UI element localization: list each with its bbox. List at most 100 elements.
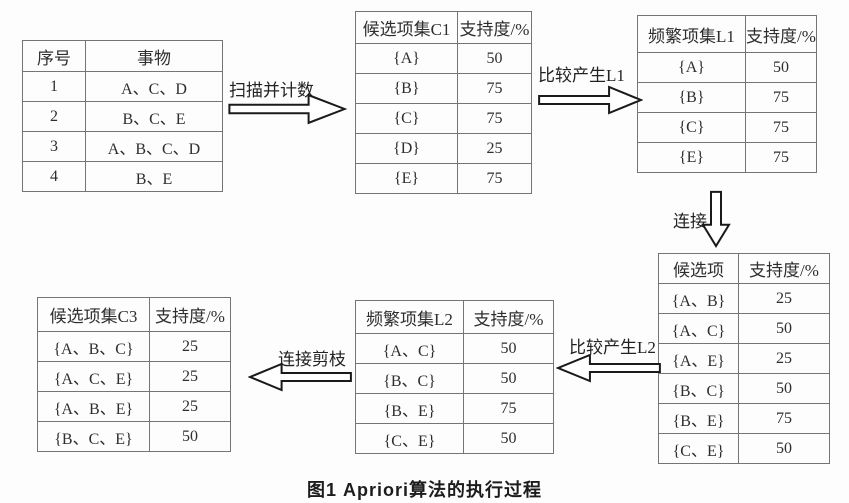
column-header: 支持度/% xyxy=(738,253,830,284)
table-cell: 75 xyxy=(457,103,532,134)
table-cell: 50 xyxy=(457,43,532,74)
table-row: {C、E} 50 xyxy=(355,423,554,454)
table-row: {C} 75 xyxy=(637,112,817,143)
table-cell: {B} xyxy=(355,73,458,104)
table-frequent-l2: 频繁项集L2 支持度/% {A、C} 50 {B、C} 50 {B、E} 75 … xyxy=(355,300,554,454)
column-header: 序号 xyxy=(22,40,86,72)
table-row: {A、C、E} 25 xyxy=(37,361,231,392)
table-cell: A、C、D xyxy=(85,71,223,102)
table-row: {A} 50 xyxy=(355,43,532,74)
table-cell: 3 xyxy=(22,131,86,162)
table-cell: B、C、E xyxy=(85,101,223,132)
table-candidate-c3: 候选项集C3 支持度/% {A、B、C} 25 {A、C、E} 25 {A、B、… xyxy=(37,297,231,452)
table-cell: 75 xyxy=(745,112,817,143)
table-candidate-c1: 候选项集C1 支持度/% {A} 50 {B} 75 {C} 75 {D} 25… xyxy=(355,11,532,194)
table-cell: 50 xyxy=(463,333,554,364)
table-cell: {B、C} xyxy=(658,373,739,404)
down-arrow-icon xyxy=(701,190,731,248)
table-row: {A、B} 25 xyxy=(658,283,830,314)
table-row: {E} 75 xyxy=(355,163,532,194)
table-row: {B} 75 xyxy=(637,82,817,113)
table-row: {D} 25 xyxy=(355,133,532,164)
column-header: 支持度/% xyxy=(457,11,532,44)
table-row: 2 B、C、E xyxy=(22,101,223,132)
column-header: 候选项 xyxy=(658,253,739,284)
table-row: 1 A、C、D xyxy=(22,71,223,102)
table-cell: {C、E} xyxy=(658,433,739,464)
right-arrow-icon xyxy=(537,85,643,115)
table-row: {A、E} 25 xyxy=(658,343,830,374)
table-cell: B、E xyxy=(85,161,223,192)
table-cell: 50 xyxy=(463,363,554,394)
compare-l2-label: 比较产生L2 xyxy=(569,338,656,357)
table-cell: {B、C} xyxy=(355,363,464,394)
table-row: {A} 50 xyxy=(637,52,817,83)
table-cell: 25 xyxy=(149,361,231,392)
table-cell: 75 xyxy=(463,393,554,424)
table-cell: 25 xyxy=(149,331,231,362)
table-row: {C} 75 xyxy=(355,103,532,134)
table-cell: {A、B、E} xyxy=(37,391,150,422)
table-cell: {A、C、E} xyxy=(37,361,150,392)
table-cell: {E} xyxy=(355,163,458,194)
table-cell: 1 xyxy=(22,71,86,102)
table-cell: 50 xyxy=(738,373,830,404)
table-row: {B、E} 75 xyxy=(355,393,554,424)
column-header: 事物 xyxy=(85,40,223,72)
table-cell: {C、E} xyxy=(355,423,464,454)
table-cell: {C} xyxy=(355,103,458,134)
table-row: {C、E} 50 xyxy=(658,433,830,464)
join-label: 连接 xyxy=(673,212,707,231)
table-row: {A、B、E} 25 xyxy=(37,391,231,422)
table-row: {A、C} 50 xyxy=(355,333,554,364)
table-frequent-l1: 频繁项集L1 支持度/% {A} 50 {B} 75 {C} 75 {E} 75 xyxy=(637,15,817,173)
table-cell: {B} xyxy=(637,82,746,113)
table-cell: 75 xyxy=(457,163,532,194)
table-cell: {A、B、C} xyxy=(37,331,150,362)
table-cell: {A、C} xyxy=(658,313,739,344)
table-cell: 50 xyxy=(149,421,231,452)
column-header: 频繁项集L2 xyxy=(355,300,464,334)
table-cell: 50 xyxy=(745,52,817,83)
column-header: 支持度/% xyxy=(149,297,231,332)
table-cell: 25 xyxy=(457,133,532,164)
table-cell: 50 xyxy=(463,423,554,454)
right-arrow-icon xyxy=(227,93,347,125)
table-cell: 4 xyxy=(22,161,86,192)
table-row: {A、B、C} 25 xyxy=(37,331,231,362)
table-row: 3 A、B、C、D xyxy=(22,131,223,162)
scan-count-label: 扫描并计数 xyxy=(229,81,314,100)
column-header: 候选项集C3 xyxy=(37,297,150,332)
figure-caption: 图1 Apriori算法的执行过程 xyxy=(306,480,542,500)
table-cell: {A、B} xyxy=(658,283,739,314)
table-cell: {A、C} xyxy=(355,333,464,364)
table-candidate-c2: 候选项 支持度/% {A、B} 25 {A、C} 50 {A、E} 25 {B、… xyxy=(658,253,830,464)
table-cell: {A} xyxy=(355,43,458,74)
table-cell: {A} xyxy=(637,52,746,83)
table-cell: 75 xyxy=(745,142,817,173)
column-header: 支持度/% xyxy=(463,300,554,334)
left-arrow-icon xyxy=(556,353,662,383)
table-row: {B} 75 xyxy=(355,73,532,104)
join-prune-label: 连接剪枝 xyxy=(278,350,346,369)
table-cell: 50 xyxy=(738,433,830,464)
table-cell: 75 xyxy=(745,82,817,113)
table-cell: 75 xyxy=(457,73,532,104)
column-header: 候选项集C1 xyxy=(355,11,458,44)
table-cell: 25 xyxy=(738,283,830,314)
table-cell: {A、E} xyxy=(658,343,739,374)
table-cell: 50 xyxy=(738,313,830,344)
table-row: {A、C} 50 xyxy=(658,313,830,344)
compare-l1-label: 比较产生L1 xyxy=(538,66,625,85)
table-row: {B、C、E} 50 xyxy=(37,421,231,452)
table-cell: 75 xyxy=(738,403,830,434)
left-arrow-icon xyxy=(248,362,353,392)
table-transactions: 序号 事物 1 A、C、D 2 B、C、E 3 A、B、C、D 4 B、E xyxy=(22,40,223,192)
table-cell: {B、C、E} xyxy=(37,421,150,452)
table-row: {B、E} 75 xyxy=(658,403,830,434)
column-header: 支持度/% xyxy=(745,15,817,53)
table-cell: 25 xyxy=(738,343,830,374)
table-cell: {B、E} xyxy=(658,403,739,434)
table-cell: {C} xyxy=(637,112,746,143)
